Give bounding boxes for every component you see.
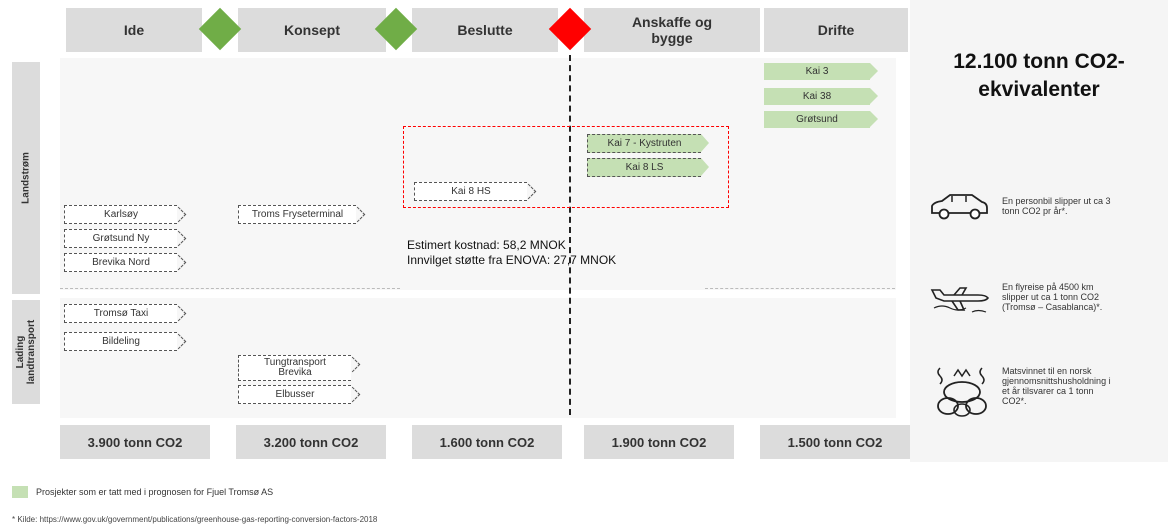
headline: 12.100 tonn CO2- ekvivalenter	[953, 50, 1125, 101]
car-icon	[931, 194, 988, 220]
landstrom-band	[60, 58, 896, 290]
project-troms-fryseterminal: Troms Fryseterminal	[238, 205, 356, 224]
project-kai8hs: Kai 8 HS	[414, 182, 527, 201]
emissions-panel: 12.100 tonn CO2- ekvivalenter En personb…	[910, 0, 1168, 462]
total-konsept: 3.200 tonn CO2	[236, 425, 386, 459]
project-bildeling: Bildeling	[64, 332, 177, 351]
plane-icon	[930, 287, 989, 313]
separator-right	[705, 288, 895, 289]
project-grotsund-ny: Grøtsund Ny	[64, 229, 177, 248]
cost-estimate: Estimert kostnad: 58,2 MNOK	[407, 238, 566, 252]
lading-band	[60, 298, 896, 418]
project-karlsoy: Karlsøy	[64, 205, 177, 224]
total-beslutte: 1.600 tonn CO2	[412, 425, 562, 459]
phase-konsept: Konsept	[238, 8, 386, 52]
enova-support: Innvilget støtte fra ENOVA: 27,7 MNOK	[407, 253, 617, 267]
row-label-lading: Lading landtransport	[12, 300, 40, 404]
project-grotsund: Grøtsund	[764, 111, 878, 128]
phase-ide: Ide	[66, 8, 202, 52]
project-tromso-taxi: Tromsø Taxi	[64, 304, 177, 323]
project-kai3: Kai 3	[764, 63, 878, 80]
legend-text: Prosjekter som er tatt med i prognosen f…	[36, 487, 274, 497]
enova-box	[403, 126, 729, 208]
total-drifte: 1.500 tonn CO2	[760, 425, 910, 459]
total-ide: 3.900 tonn CO2	[60, 425, 210, 459]
legend-swatch	[12, 486, 28, 498]
phase-anskaffe: Anskaffe og bygge	[584, 8, 760, 52]
separator-left	[60, 288, 400, 289]
project-kai38: Kai 38	[764, 88, 878, 105]
project-kai7: Kai 7 - Kystruten	[587, 134, 709, 153]
phase-drifte: Drifte	[764, 8, 908, 52]
row-label-landstrom: Landstrøm	[12, 62, 40, 294]
project-elbusser: Elbusser	[238, 385, 351, 404]
gate-diamond-1	[198, 7, 242, 51]
project-kai8ls: Kai 8 LS	[587, 158, 709, 177]
total-anskaffe: 1.900 tonn CO2	[584, 425, 734, 459]
footnote: * Kilde: https://www.gov.uk/government/p…	[12, 515, 378, 524]
food-waste-icon	[937, 367, 987, 417]
decision-line	[569, 55, 571, 415]
cost-note: Estimert kostnad: 58,2 MNOK Innvilget st…	[407, 238, 616, 268]
phase-beslutte: Beslutte	[412, 8, 558, 52]
project-brevika-nord: Brevika Nord	[64, 253, 177, 272]
